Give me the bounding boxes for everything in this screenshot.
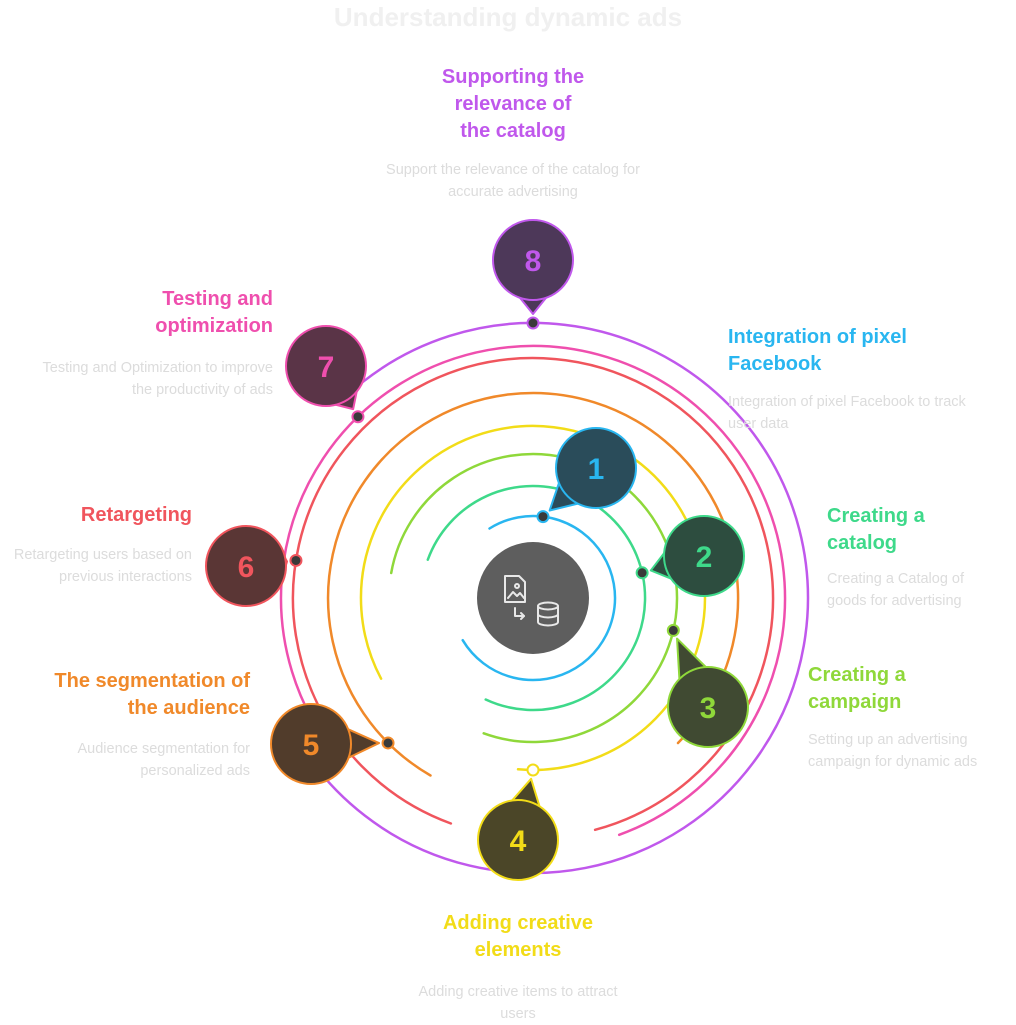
- step-6-description: Retargeting users based on previous inte…: [13, 547, 192, 585]
- step-1-bubble: 1: [548, 427, 637, 512]
- center-hub: [477, 542, 589, 654]
- orbit-marker-6: [289, 553, 303, 567]
- step-4-number: 4: [510, 825, 527, 858]
- step-8-description: Support the relevance of the catalog for…: [386, 162, 640, 200]
- step-2-number: 2: [696, 541, 713, 574]
- step-bubbles: 1 2 3 4 5 6 7 8: [205, 219, 749, 881]
- step-2-description: Creating a Catalog of goods for advertis…: [827, 571, 965, 609]
- orbit-arc-5: [326, 391, 740, 777]
- step-5-description: Audience segmentation for personalized a…: [77, 741, 251, 779]
- step-8-number: 8: [525, 245, 542, 278]
- step-7-title: Testing and optimization: [155, 288, 273, 337]
- step-5-title: The segmentation of the audience: [54, 670, 250, 719]
- step-5-bubble: 5: [270, 703, 381, 785]
- step-8-title: Supporting the relevance of the catalog: [441, 66, 585, 142]
- step-1-title: Integration of pixel Facebook: [728, 326, 907, 375]
- step-2-title: Creating a catalog: [827, 505, 925, 554]
- orbit-arc-8: [293, 321, 810, 875]
- step-4-bubble: 4: [477, 777, 559, 881]
- orbit-marker-1: [536, 510, 550, 524]
- orbit-marker-7: [351, 410, 365, 424]
- orbit-marker-5: [381, 736, 395, 750]
- step-5-number: 5: [303, 729, 320, 762]
- diagram-title: Understanding dynamic ads: [333, 2, 683, 32]
- orbit-arc-2: [426, 484, 647, 712]
- step-6-title: Retargeting: [80, 504, 192, 526]
- step-4-title: Adding creative elements: [442, 912, 594, 961]
- step-7-number: 7: [318, 351, 335, 384]
- step-1-description: Integration of pixel Facebook to track u…: [728, 394, 966, 432]
- step-7-description: Testing and Optimization to improve the …: [42, 360, 274, 398]
- orbit-arc-3: [389, 452, 679, 744]
- orbit-arc-6: [291, 356, 775, 832]
- step-3-number: 3: [700, 692, 717, 725]
- step-3-description: Setting up an advertising campaign for d…: [808, 732, 978, 770]
- orbit-marker-2: [635, 566, 649, 580]
- step-6-bubble: 6: [205, 525, 289, 607]
- step-3-bubble: 3: [667, 637, 749, 748]
- image-to-database-icon: [504, 575, 559, 627]
- step-3-title: Creating a campaign: [808, 664, 906, 713]
- orbit-marker-8: [526, 316, 540, 330]
- step-2-bubble: 2: [649, 515, 745, 597]
- step-7-bubble: 7: [285, 325, 367, 411]
- orbit-marker-3: [666, 623, 680, 637]
- orbit-marker-4: [526, 763, 540, 777]
- step-6-number: 6: [238, 551, 255, 584]
- step-1-number: 1: [588, 453, 605, 486]
- step-4-description: Adding creative items to attract users: [418, 984, 618, 1022]
- step-8-bubble: 8: [492, 219, 574, 315]
